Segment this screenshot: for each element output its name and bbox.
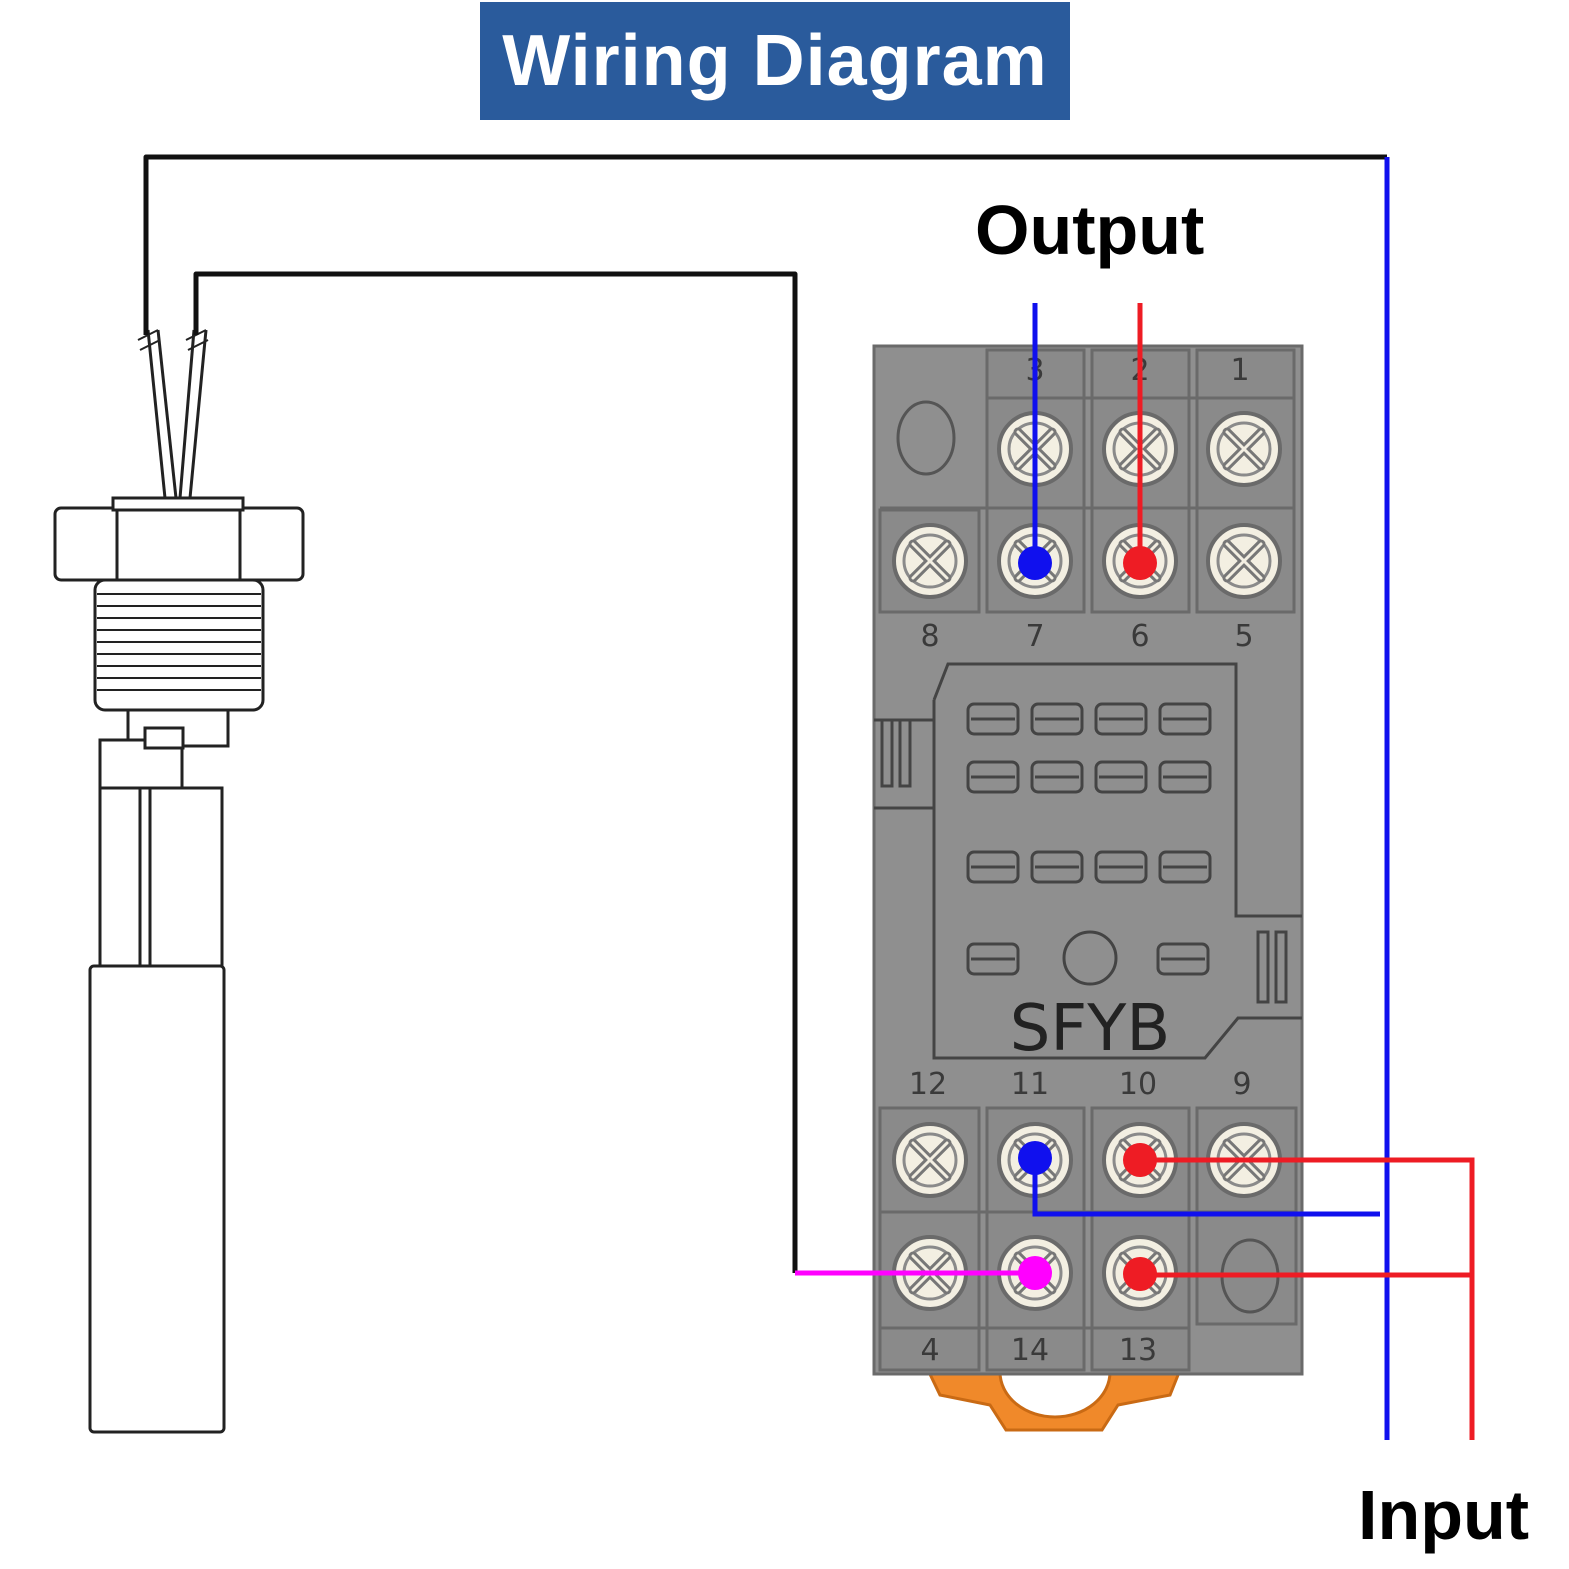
brand-label: SFYB [1010,992,1170,1066]
terminal-number-6: 6 [1130,619,1149,654]
terminal-number-5: 5 [1234,619,1253,654]
connection-dots [1018,546,1157,1291]
center-post [1062,930,1118,986]
sensor-wire-outer [143,154,1387,335]
terminal-number-9: 9 [1232,1067,1251,1102]
terminal-numbers: 3 2 1 8 7 6 5 12 11 10 9 4 14 13 [909,353,1254,1368]
terminal-screw-12[interactable] [894,1124,966,1196]
terminal-screw-8[interactable] [894,525,966,597]
terminal-screw-1[interactable] [1208,413,1280,485]
terminal-number-10: 10 [1119,1067,1157,1102]
terminal-number-13: 13 [1119,1333,1157,1368]
title-banner: Wiring Diagram [480,2,1070,120]
dot-terminal-10 [1123,1143,1157,1177]
terminal-number-8: 8 [920,619,939,654]
page-title: Wiring Diagram [502,21,1048,101]
terminal-number-11: 11 [1011,1067,1049,1102]
terminal-number-4: 4 [920,1333,939,1368]
terminal-number-14: 14 [1011,1333,1049,1368]
dot-terminal-13 [1123,1257,1157,1291]
terminal-screw-5[interactable] [1208,525,1280,597]
dot-terminal-7 [1018,546,1052,580]
input-label: Input [1358,1476,1530,1554]
output-wires [1032,303,1143,563]
sensor-wires [143,154,1387,1273]
terminal-number-1: 1 [1230,353,1249,388]
input-wire-red-main [1140,1157,1475,1440]
mounting-hole-top [896,400,956,476]
dot-terminal-14 [1018,1256,1052,1290]
sensor-leads [137,329,209,499]
input-wires [795,157,1475,1440]
dot-terminal-11 [1018,1141,1052,1175]
sensor-stem [98,786,224,968]
float-sensor [53,329,305,1434]
terminal-number-7: 7 [1025,619,1044,654]
input-wire-blue-to-11 [1032,1160,1380,1217]
terminal-number-12: 12 [909,1067,947,1102]
relay-socket-base: SFYB 3 2 1 8 7 6 5 12 11 10 9 4 14 13 [872,344,1304,1432]
sensor-hex-nut [53,506,305,582]
dot-terminal-6 [1123,546,1157,580]
sensor-wire-inner [193,271,798,1273]
output-label: Output [975,191,1205,269]
sensor-float [88,964,226,1434]
